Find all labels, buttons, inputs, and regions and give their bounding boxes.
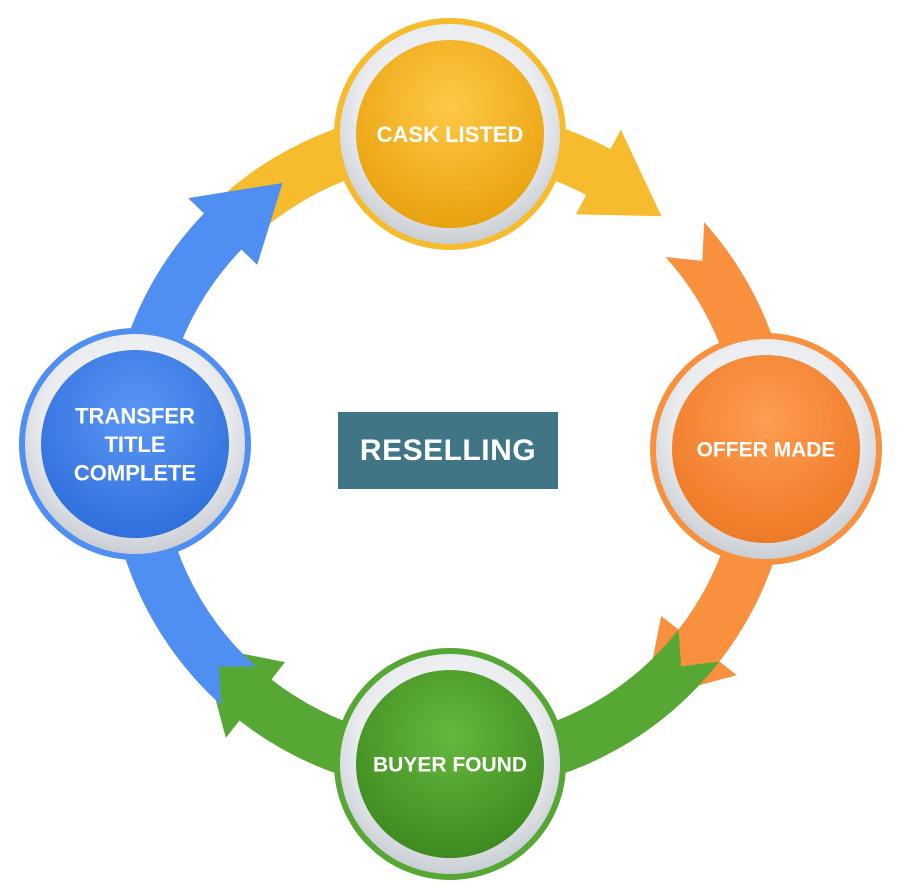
- step-label-line: OFFER MADE: [697, 439, 836, 462]
- step-cask-listed: CASK LISTED: [334, 18, 566, 250]
- cycle-nodes: CASK LISTED OFFER MADE BUYER FOUND TRANSFER…: [19, 18, 882, 880]
- step-label-line: BUYER FOUND: [373, 754, 527, 777]
- step-offer-made: OFFER MADE: [650, 333, 882, 565]
- step-transfer-title-complete: TRANSFER TITLE COMPLETE: [19, 328, 251, 560]
- center-title: RESELLING: [338, 412, 558, 489]
- arrow-transfer-to-cask: [107, 183, 283, 706]
- step-disc: [41, 350, 229, 538]
- arrow-buyer-to-transfer: [200, 629, 720, 793]
- step-label-line: COMPLETE: [74, 461, 196, 486]
- step-label-line: TRANSFER: [75, 403, 195, 428]
- step-disc: [356, 40, 544, 228]
- step-buyer-found: BUYER FOUND: [334, 648, 566, 880]
- step-label-line: CASK LISTED: [377, 122, 524, 147]
- step-disc: [672, 355, 860, 543]
- step-disc: [356, 670, 544, 858]
- step-label-line: TITLE: [104, 432, 165, 457]
